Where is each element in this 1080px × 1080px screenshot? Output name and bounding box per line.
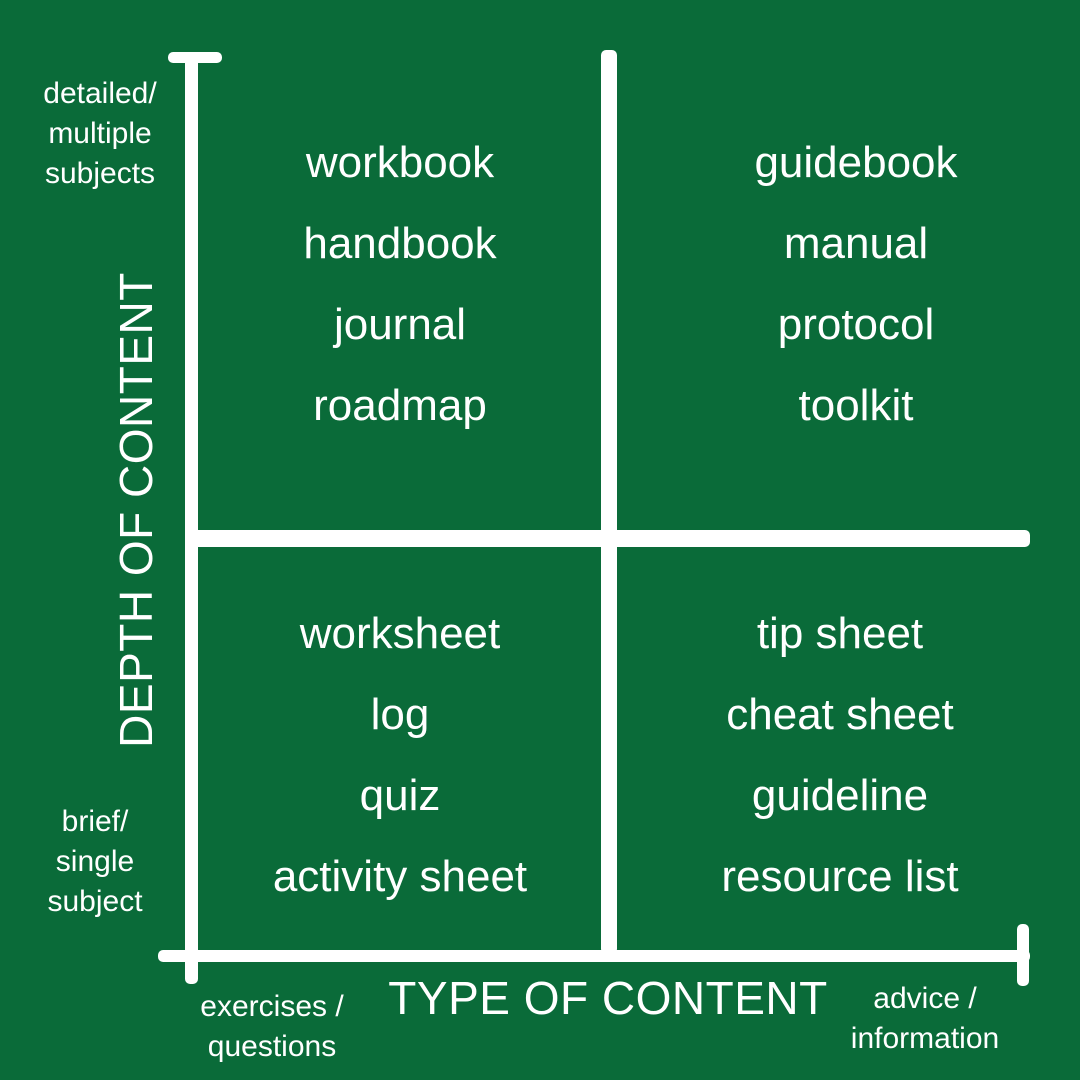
x-axis-line xyxy=(158,950,1030,962)
quadrant-item: journal xyxy=(333,300,467,349)
quadrant-item: quiz xyxy=(359,771,441,820)
quadrant-item: workbook xyxy=(305,138,495,187)
quadrant-item: cheat sheet xyxy=(726,690,954,739)
x-axis-right-cap xyxy=(1017,924,1029,986)
quadrant-item: toolkit xyxy=(798,381,914,430)
x-axis-title: TYPE OF CONTENT xyxy=(388,972,828,1024)
quadrant-bottom-left: worksheet log quiz activity sheet xyxy=(230,593,570,917)
x-axis-right-label: advice / information xyxy=(850,982,1000,1055)
x-axis-left-label: exercises / questions xyxy=(200,990,344,1063)
y-axis-bottom-label: brief/ single subject xyxy=(47,805,143,918)
horizontal-divider xyxy=(192,530,1030,547)
y-axis-title: DEPTH OF CONTENT xyxy=(110,272,162,748)
quadrant-item: resource list xyxy=(721,852,959,901)
quadrant-item: roadmap xyxy=(313,381,487,430)
quadrant-item: manual xyxy=(783,219,929,268)
quadrant-item: tip sheet xyxy=(756,609,924,658)
quadrant-item: log xyxy=(370,690,430,739)
quadrant-bottom-right: tip sheet cheat sheet guideline resource… xyxy=(670,593,1010,917)
quadrant-top-left: workbook handbook journal roadmap xyxy=(230,122,570,446)
quadrant-item: guidebook xyxy=(754,138,958,187)
vertical-divider xyxy=(601,50,617,954)
quadrant-item: protocol xyxy=(777,300,935,349)
y-axis-top-cap xyxy=(168,52,222,63)
y-axis-top-label: detailed/ multiple subjects xyxy=(43,77,157,190)
quadrant-top-right: guidebook manual protocol toolkit xyxy=(686,122,1026,446)
y-axis-line xyxy=(185,52,198,984)
quadrant-item: guideline xyxy=(751,771,929,820)
quadrant-item: handbook xyxy=(303,219,497,268)
quadrant-item: worksheet xyxy=(299,609,501,658)
quadrant-item: activity sheet xyxy=(272,852,528,901)
